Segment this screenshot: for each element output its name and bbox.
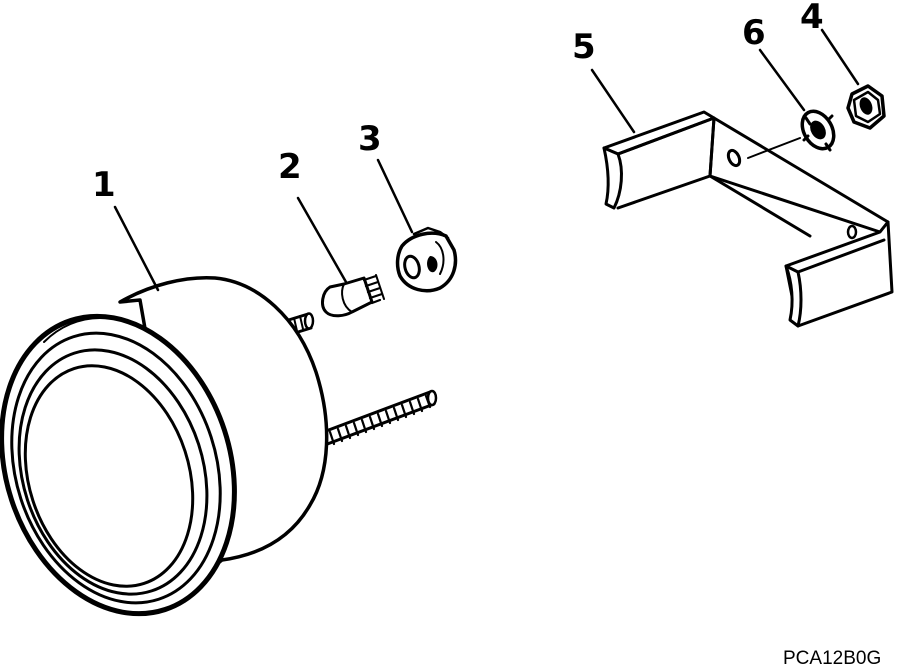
mounting-bracket — [602, 110, 894, 328]
figure-code: PCA12B0G — [783, 648, 881, 669]
callout-1: 1 — [92, 165, 116, 205]
hex-nut — [846, 84, 886, 130]
callout-3: 3 — [358, 119, 382, 159]
gauge-assembly — [0, 275, 438, 617]
callout-5: 5 — [572, 27, 596, 67]
callout-6: 6 — [742, 13, 766, 53]
lock-washer — [747, 109, 836, 159]
callout-4: 4 — [800, 0, 824, 37]
gauge-long-stud — [316, 389, 438, 448]
callout-2: 2 — [278, 147, 302, 187]
gauge-bezel — [0, 313, 237, 617]
bulb-socket — [395, 226, 458, 293]
bulb — [321, 274, 385, 318]
leader-lines — [113, 28, 860, 292]
